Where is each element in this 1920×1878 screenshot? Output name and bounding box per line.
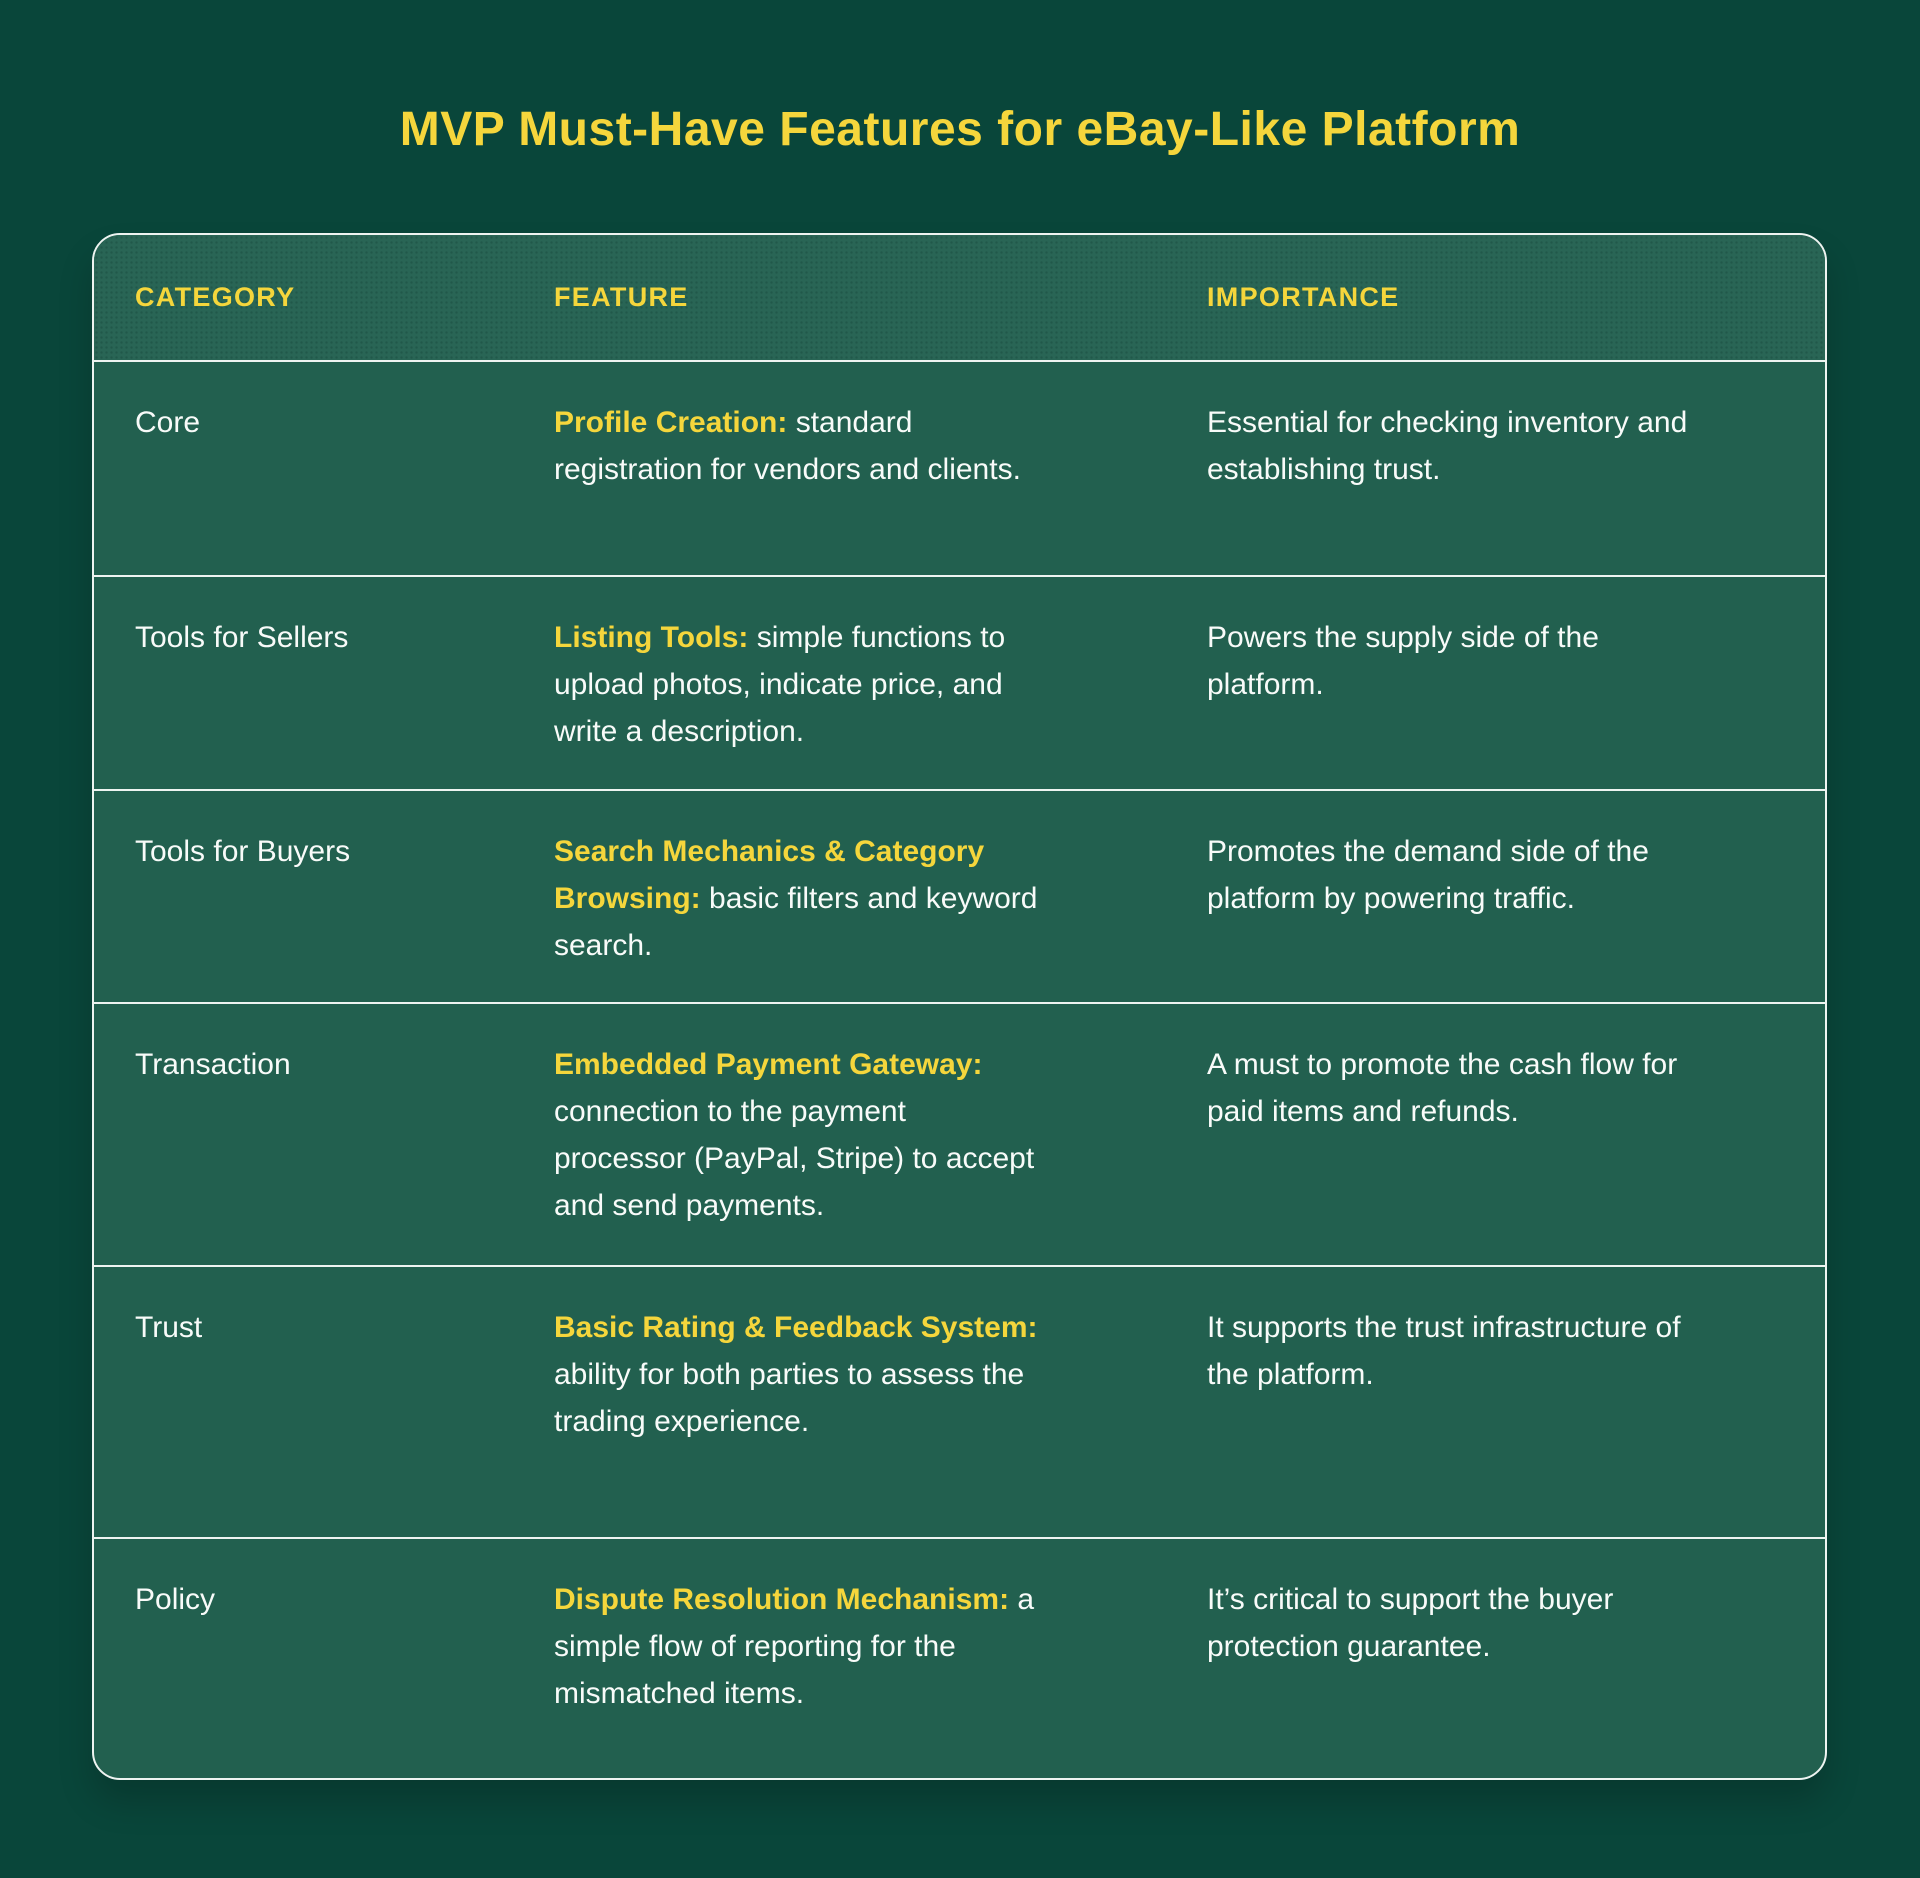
- category-cell: Core: [135, 406, 201, 439]
- importance-cell: A must to promote the cash flow for paid…: [1207, 1048, 1678, 1128]
- feature-name: Embedded Payment Gateway:: [554, 1048, 983, 1081]
- feature-name: Listing Tools:: [554, 621, 749, 654]
- features-table: CATEGORY FEATURE IMPORTANCE Core Profile…: [92, 233, 1827, 1780]
- page-title: MVP Must-Have Features for eBay-Like Pla…: [399, 103, 1521, 156]
- feature-name: Search Mechanics & Category Browsing:: [554, 835, 985, 915]
- category-cell: Tools for Buyers: [135, 835, 351, 868]
- category-cell: Policy: [135, 1583, 216, 1616]
- category-cell: Trust: [135, 1311, 203, 1344]
- feature-cell: Embedded Payment Gateway: connection to …: [554, 1041, 1207, 1265]
- table-row: Policy Dispute Resolution Mechanism: a s…: [94, 1539, 1825, 1778]
- feature-cell: Search Mechanics & Category Browsing: ba…: [554, 828, 1207, 1002]
- column-header-category: CATEGORY: [135, 282, 296, 312]
- table-header-row: CATEGORY FEATURE IMPORTANCE: [94, 235, 1825, 362]
- column-header-feature: FEATURE: [554, 282, 689, 312]
- category-cell: Transaction: [135, 1048, 291, 1081]
- feature-cell: Profile Creation: standard registration …: [554, 399, 1207, 575]
- feature-description: ability for both parties to assess the t…: [554, 1358, 1025, 1438]
- feature-cell: Basic Rating & Feedback System: ability …: [554, 1304, 1207, 1537]
- importance-cell: Promotes the demand side of the platform…: [1207, 835, 1649, 915]
- table-row: Core Profile Creation: standard registra…: [94, 362, 1825, 577]
- importance-cell: Essential for checking inventory and est…: [1207, 406, 1688, 486]
- importance-cell: It supports the trust infrastructure of …: [1207, 1311, 1681, 1391]
- feature-description: simple functions to upload photos, indic…: [554, 621, 1006, 748]
- feature-description: basic filters and keyword search.: [554, 882, 1038, 962]
- importance-cell: Powers the supply side of the platform.: [1207, 621, 1599, 701]
- importance-cell: It’s critical to support the buyer prote…: [1207, 1583, 1614, 1663]
- feature-name: Basic Rating & Feedback System:: [554, 1311, 1038, 1344]
- table-row: Tools for Sellers Listing Tools: simple …: [94, 577, 1825, 791]
- feature-cell: Listing Tools: simple functions to uploa…: [554, 614, 1207, 789]
- table-row: Tools for Buyers Search Mechanics & Cate…: [94, 791, 1825, 1004]
- table-row: Trust Basic Rating & Feedback System: ab…: [94, 1267, 1825, 1539]
- feature-description: connection to the payment processor (Pay…: [554, 1095, 1035, 1222]
- feature-name: Dispute Resolution Mechanism:: [554, 1583, 1010, 1616]
- column-header-importance: IMPORTANCE: [1207, 282, 1400, 312]
- category-cell: Tools for Sellers: [135, 621, 349, 654]
- feature-name: Profile Creation:: [554, 406, 788, 439]
- table-row: Transaction Embedded Payment Gateway: co…: [94, 1004, 1825, 1267]
- feature-description: a simple flow of reporting for the misma…: [554, 1583, 1035, 1710]
- feature-description: standard registration for vendors and cl…: [554, 406, 1021, 486]
- feature-cell: Dispute Resolution Mechanism: a simple f…: [554, 1576, 1207, 1778]
